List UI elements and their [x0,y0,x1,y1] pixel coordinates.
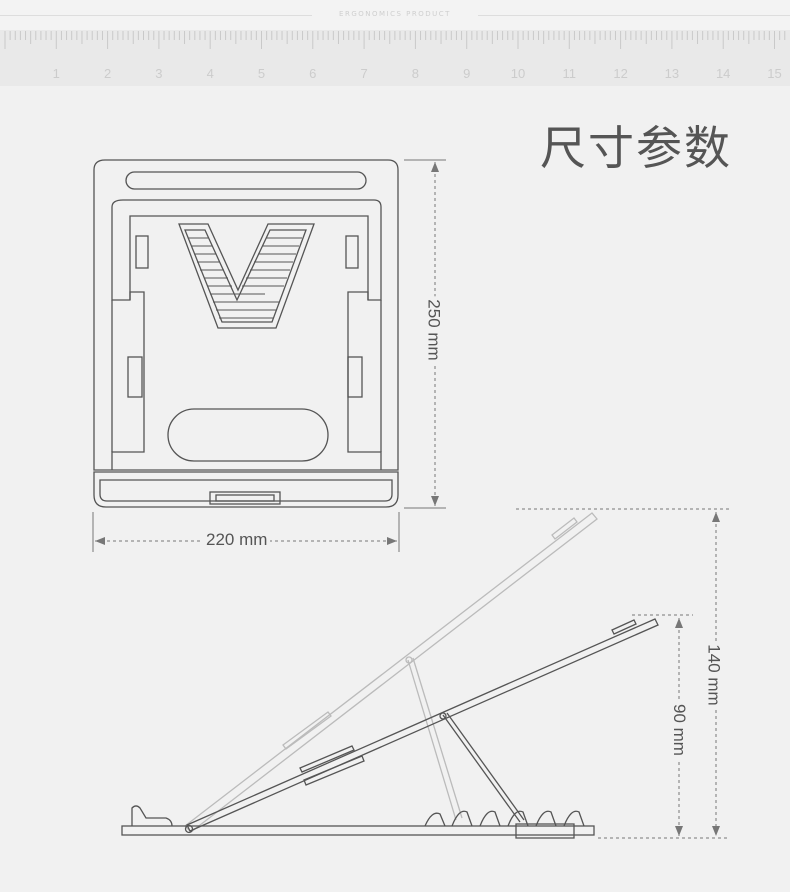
brand-divider-right [478,15,790,16]
ruler-number: 1 [53,66,60,81]
ruler-number: 2 [104,66,111,81]
brand-text: ERGONOMICS PRODUCT [339,10,451,18]
side-view-arrows [675,512,720,836]
ruler-number: 14 [716,66,730,81]
ruler-number: 3 [155,66,162,81]
ruler-number: 9 [463,66,470,81]
ruler-number: 4 [207,66,214,81]
ruler-number: 8 [412,66,419,81]
stand-side-view-raised [184,512,598,833]
top-band: ERGONOMICS PRODUCT [0,0,790,30]
ruler-number: 11 [563,66,577,81]
page-title: 尺寸参数 [540,121,732,175]
stand-top-view [93,159,399,508]
stand-side-view-lowered [121,618,659,839]
brand-divider-left [0,15,312,16]
max-height-dimension-label: 140 mm [703,641,724,709]
ruler-number: 12 [613,66,627,81]
min-height-dimension-label: 90 mm [668,701,689,759]
top-view-dimension-lines [92,159,446,552]
ruler-number: 13 [665,66,679,81]
ruler-number: 5 [258,66,265,81]
height-dimension-label: 250 mm [423,296,444,364]
top-view-arrows [95,162,439,545]
ruler-number: 7 [360,66,367,81]
ruler-number: 6 [309,66,316,81]
ruler-number: 15 [767,66,781,81]
ruler-number: 10 [511,66,525,81]
width-dimension-label: 220 mm [203,530,271,550]
